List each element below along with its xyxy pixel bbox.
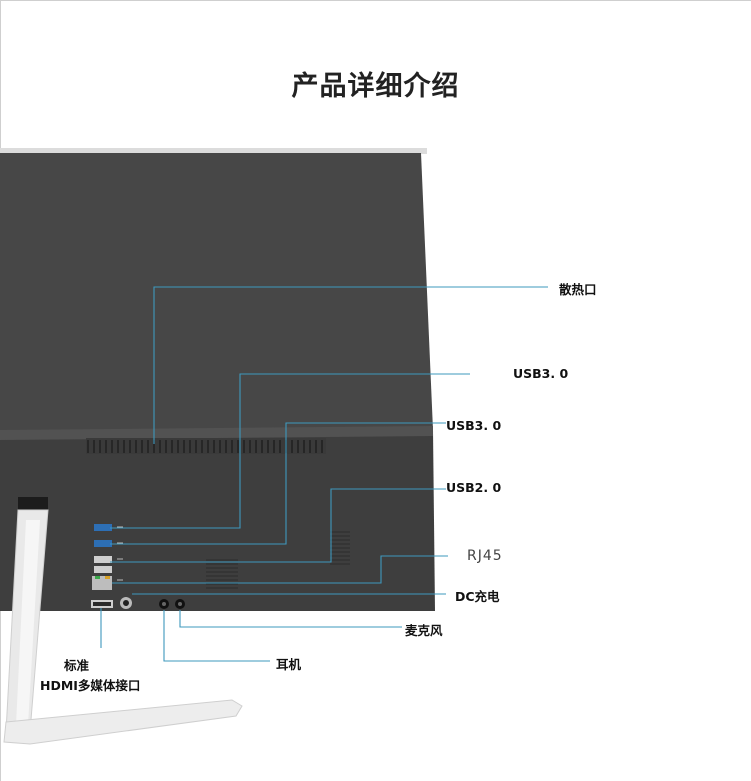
usb30-port-2 [94, 540, 112, 547]
mic-jack [159, 599, 169, 609]
label-rj45: RJ45 [467, 548, 503, 564]
label-usb30-a: USB3. 0 [513, 366, 568, 381]
hdmi-port [91, 600, 113, 608]
vent-grille [86, 438, 326, 454]
label-vent: 散热口 [559, 279, 597, 298]
label-earphone: 耳机 [276, 654, 301, 673]
dc-port [120, 597, 132, 609]
stand-base [4, 700, 242, 744]
leader-mic [180, 610, 402, 627]
label-mic: 麦克风 [405, 620, 443, 639]
label-hdmi-line2: HDMI多媒体接口 [40, 675, 140, 694]
usb20-port-1 [94, 556, 112, 563]
earphone-jack [175, 599, 185, 609]
label-hdmi-line1: 标准 [64, 655, 89, 674]
usb20-port-2 [94, 566, 112, 573]
label-usb30-b: USB3. 0 [446, 418, 501, 433]
usb30-port-1 [94, 524, 112, 531]
monitor-back-panel [0, 153, 433, 434]
label-dc: DC充电 [455, 586, 500, 605]
rj45-port [92, 576, 112, 590]
label-usb20: USB2. 0 [446, 480, 501, 495]
